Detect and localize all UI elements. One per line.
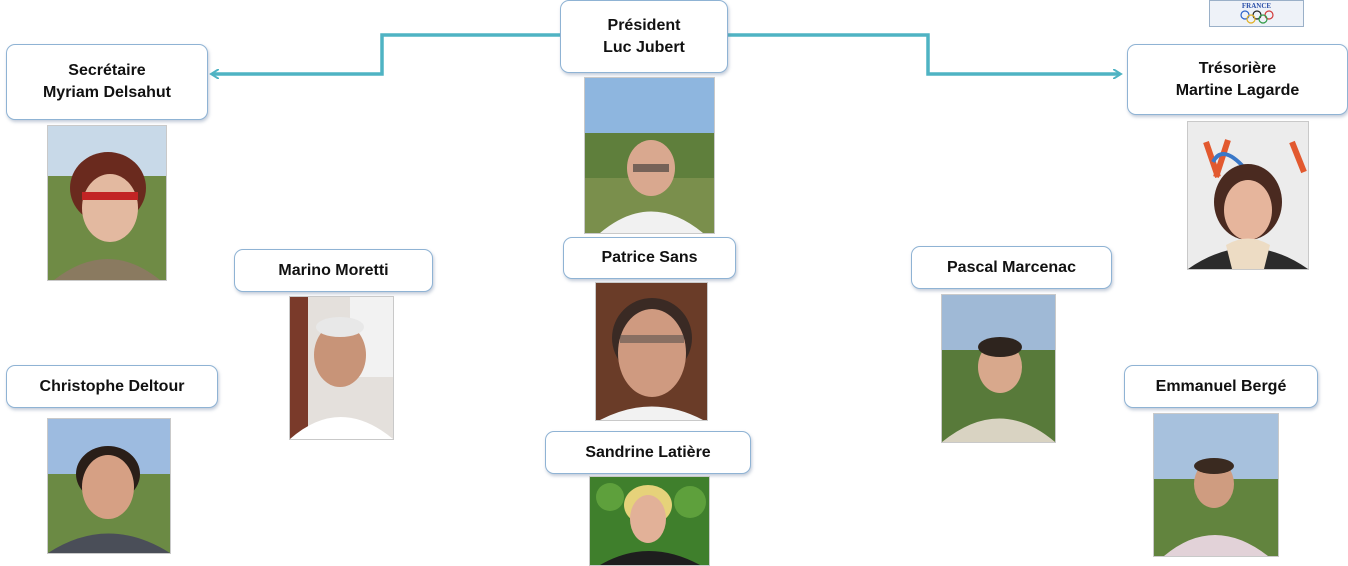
marino-box: Marino Moretti bbox=[234, 249, 433, 292]
patrice-box: Patrice Sans bbox=[563, 237, 736, 279]
connector-president-secretary bbox=[212, 33, 560, 74]
emmanuel-photo bbox=[1153, 413, 1279, 557]
secretary-photo bbox=[47, 125, 167, 281]
pascal-photo bbox=[941, 294, 1056, 443]
emmanuel-box: Emmanuel Bergé bbox=[1124, 365, 1318, 408]
patrice-photo bbox=[595, 282, 708, 421]
logo-text: FRANCE bbox=[1241, 2, 1272, 10]
treasurer-role: Trésorière bbox=[1198, 59, 1277, 77]
marino-name: Marino Moretti bbox=[278, 261, 389, 279]
pascal-name: Pascal Marcenac bbox=[947, 258, 1076, 276]
president-role: Président bbox=[607, 16, 681, 34]
sandrine-name: Sandrine Latière bbox=[585, 443, 711, 461]
marino-photo bbox=[289, 296, 394, 440]
connector-president-treasurer bbox=[728, 33, 1120, 74]
olympic-rings-icon bbox=[1239, 10, 1274, 24]
secretary-name: Myriam Delsahut bbox=[42, 84, 172, 101]
emmanuel-name: Emmanuel Bergé bbox=[1155, 377, 1287, 395]
pascal-box: Pascal Marcenac bbox=[911, 246, 1112, 289]
christophe-name: Christophe Deltour bbox=[39, 377, 185, 395]
federation-logo: FRANCE bbox=[1209, 0, 1304, 27]
president-photo bbox=[584, 77, 715, 234]
sandrine-photo bbox=[589, 476, 710, 566]
president-name: Luc Jubert bbox=[603, 38, 685, 56]
treasurer-photo bbox=[1187, 121, 1309, 270]
christophe-box: Christophe Deltour bbox=[6, 365, 218, 408]
president-box: Président Luc Jubert bbox=[560, 0, 728, 73]
treasurer-name: Martine Lagarde bbox=[1175, 81, 1300, 99]
patrice-name: Patrice Sans bbox=[601, 249, 698, 266]
secretary-box: Secrétaire Myriam Delsahut bbox=[6, 44, 208, 120]
secretary-role: Secrétaire bbox=[68, 62, 146, 79]
sandrine-box: Sandrine Latière bbox=[545, 431, 751, 474]
treasurer-box: Trésorière Martine Lagarde bbox=[1127, 44, 1348, 115]
christophe-photo bbox=[47, 418, 171, 554]
